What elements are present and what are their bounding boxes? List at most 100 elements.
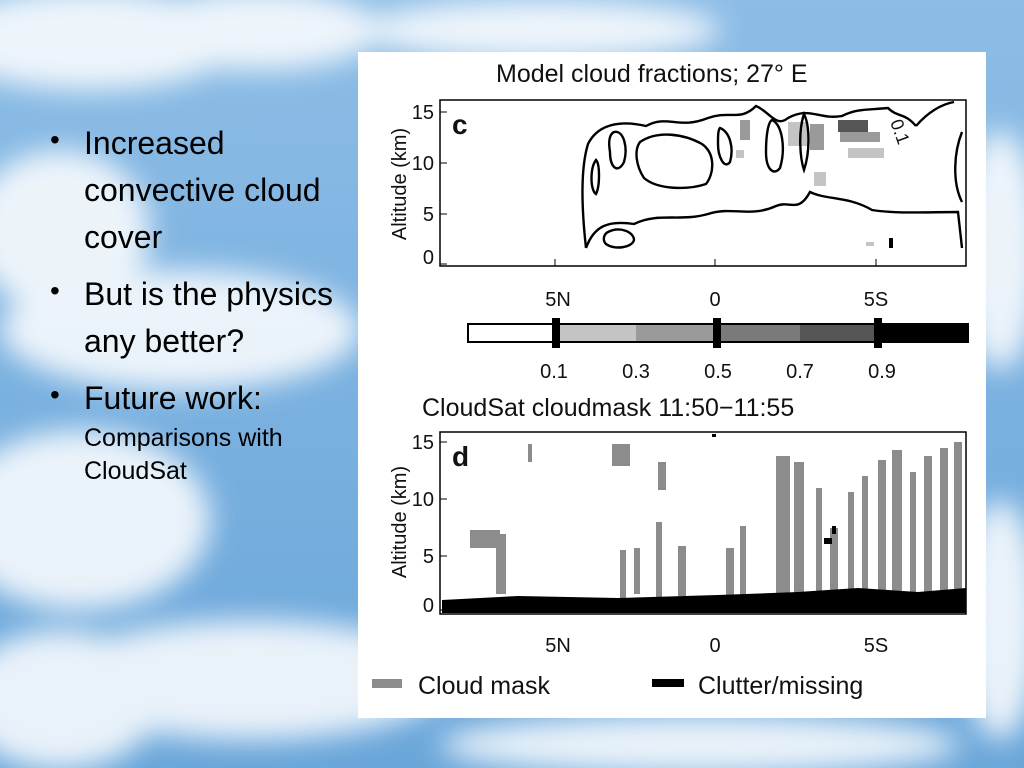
panel-d-plot: d	[439, 431, 967, 615]
cloud-mask-patch	[656, 522, 662, 598]
colorbar-segment	[636, 324, 716, 342]
panel-c-ylabel: Altitude (km)	[389, 128, 411, 240]
colorbar-label: 0.1	[540, 361, 568, 383]
cloud-mask-patch	[678, 546, 686, 596]
panel-c-title: Model cloud fractions; 27° E	[496, 60, 808, 88]
panel-c-frame	[439, 99, 967, 267]
cloud-contours	[581, 100, 964, 249]
contour-line	[635, 133, 714, 190]
contour-line	[954, 131, 964, 203]
cloud-fraction-patch	[848, 148, 884, 158]
cloud-fraction-patch	[740, 120, 750, 140]
cloud-mask-patch	[940, 448, 948, 592]
figure-panel: Model cloud fractions; 27° E	[358, 52, 986, 718]
legend-label-cloud-mask: Cloud mask	[418, 672, 550, 700]
y-tick-label: 15	[412, 432, 434, 454]
cloud-fraction-patch	[788, 122, 808, 146]
cloud-mask-patch	[658, 462, 666, 490]
legend-swatch-cloud-mask	[372, 679, 402, 688]
colorbar-segment	[878, 324, 968, 342]
colorbar-label: 0.3	[622, 361, 650, 383]
cloud-mask-patch	[910, 472, 916, 592]
cloud-mask-patch	[740, 526, 746, 596]
panel-d-yticks: 15 10 5 0	[412, 432, 447, 617]
bullet-item: Future work: Comparisons with CloudSat	[44, 375, 344, 488]
x-tick-label: 5N	[545, 635, 571, 657]
bullet-text: But is the physics any better?	[84, 276, 333, 359]
colorbar-labels: 0.1 0.3 0.5 0.7 0.9	[540, 361, 896, 383]
cloud-mask-patch	[954, 442, 962, 592]
bullet-item: But is the physics any better?	[44, 271, 344, 365]
x-tick-label: 5S	[864, 289, 888, 311]
colorbar-label: 0.5	[704, 361, 732, 383]
cloud-mask-patch	[612, 444, 630, 466]
cloud-mask-columns	[470, 442, 962, 598]
y-tick-label: 10	[412, 153, 434, 175]
figure-image: Model cloud fractions; 27° E	[372, 60, 969, 700]
contour-line	[581, 104, 917, 249]
cloud-mask-patch	[878, 460, 886, 592]
colorbar-segment	[556, 324, 636, 342]
contour-line	[915, 100, 955, 127]
cloud-mask-patch	[496, 534, 506, 594]
panel-d-title: CloudSat cloudmask 11:50−11:55	[422, 394, 794, 422]
panel-d-letter: d	[452, 441, 469, 472]
cloud-mask-patch	[924, 456, 932, 592]
figure-legend: Cloud mask Clutter/missing	[372, 672, 863, 700]
panel-d-xticks: 5N 0 5S	[545, 635, 888, 657]
clutter-mark	[824, 538, 832, 544]
colorbar-tick	[874, 318, 882, 348]
bullet-subtext: Comparisons with CloudSat	[84, 424, 283, 485]
cloud-mask-patch	[634, 548, 640, 594]
contour-line	[584, 190, 964, 249]
contour-line	[764, 118, 784, 173]
cloud-fraction-patch	[736, 150, 744, 158]
clutter-band	[442, 588, 966, 613]
panel-c-plot: 0.1 c	[439, 99, 967, 267]
cloud-mask-patch	[816, 488, 822, 592]
colorbar-tick	[713, 318, 721, 348]
cloud-fraction-patch	[814, 172, 826, 186]
contour-line	[716, 126, 733, 166]
panel-c-yticks: 15 10 5 0	[412, 102, 447, 269]
panel-d-ylabel: Altitude (km)	[389, 466, 411, 578]
cloud-fraction-patch	[840, 132, 880, 142]
colorbar	[467, 318, 969, 348]
y-tick-label: 5	[423, 546, 434, 568]
y-tick-label: 15	[412, 102, 434, 124]
cloud-mask-patch	[726, 548, 734, 596]
x-tick-label: 5S	[864, 635, 888, 657]
colorbar-segment	[800, 324, 878, 342]
cloud-mask-patch	[830, 528, 838, 592]
bullet-list: Increased convective cloud cover But is …	[44, 120, 344, 498]
cloud-fraction-patch	[889, 238, 893, 248]
panel-c-letter: c	[452, 109, 468, 140]
cloud-mask-patch	[470, 530, 500, 548]
bullet-text: Future work:	[84, 380, 262, 416]
cloud-fraction-patch	[866, 242, 874, 246]
cloud-mask-patch	[848, 492, 854, 592]
cloud-mask-patch	[862, 476, 868, 592]
cloud-mask-patch	[776, 456, 790, 596]
colorbar-label: 0.9	[868, 361, 896, 383]
y-tick-label: 10	[412, 489, 434, 511]
panel-d-frame	[439, 431, 967, 615]
cloud-mask-patch	[620, 550, 626, 598]
colorbar-tick	[552, 318, 560, 348]
panel-c-xticks: 5N 0 5S	[545, 259, 888, 311]
contour-line	[799, 110, 810, 174]
colorbar-label: 0.7	[786, 361, 814, 383]
cloud-mask-patch	[528, 444, 532, 462]
y-tick-label: 5	[423, 204, 434, 226]
y-tick-label: 0	[423, 595, 434, 617]
cloud-mask-patch	[794, 462, 804, 598]
cloud-mask-patch	[892, 450, 902, 592]
contour-line	[608, 130, 627, 170]
colorbar-segment	[716, 324, 800, 342]
bullet-text: Increased convective cloud cover	[84, 125, 321, 255]
legend-label-clutter: Clutter/missing	[698, 672, 863, 700]
clutter-mark	[712, 434, 716, 437]
x-tick-label: 0	[709, 289, 720, 311]
x-tick-label: 5N	[545, 289, 571, 311]
cloud-fraction-patch	[810, 124, 824, 150]
